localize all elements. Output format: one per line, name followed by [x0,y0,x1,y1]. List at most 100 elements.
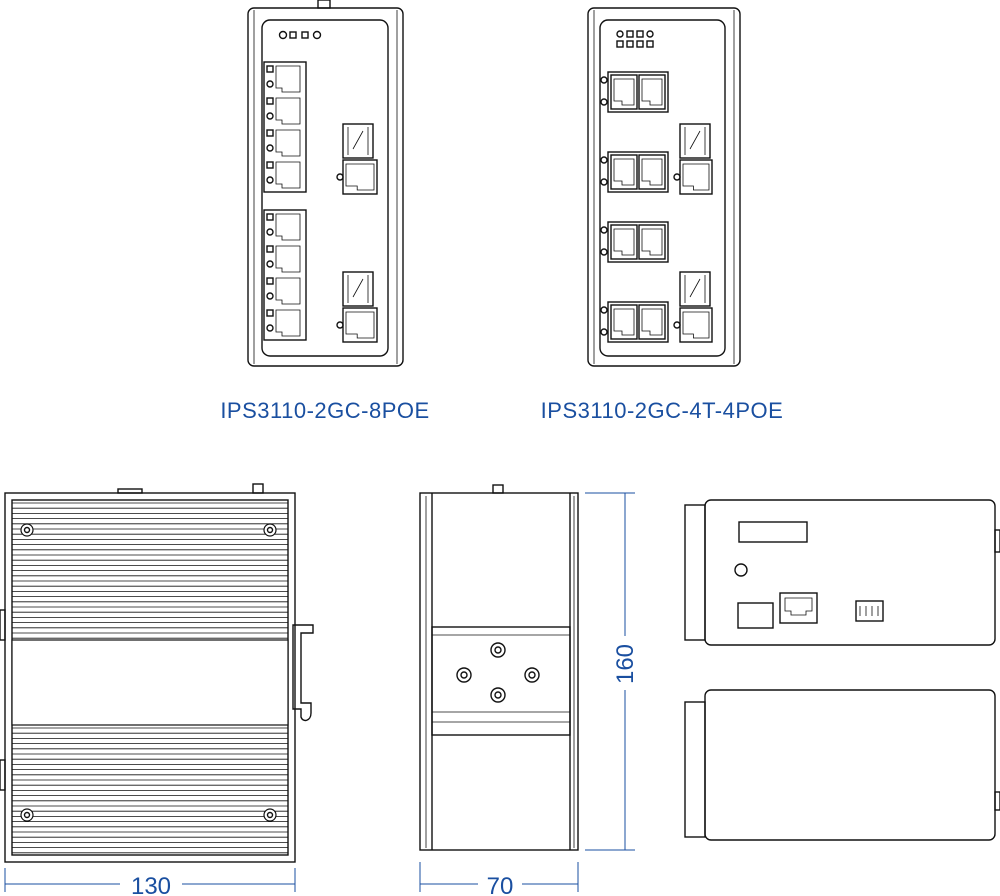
port-group [263,209,307,341]
led-icon [266,277,274,285]
screw-icon [20,808,34,822]
rj45-jack [641,228,663,256]
screw-icon [490,687,506,703]
rj45-port [610,74,638,110]
sfp-port [679,271,711,307]
rear-view-din-rail [419,484,579,851]
led-icon [266,260,274,268]
top-view-connectors [684,499,1000,646]
led-icon [266,161,274,169]
rj45-jack [682,311,710,339]
rj45-port [638,154,666,190]
led-icon [600,306,608,314]
led-icon [600,98,608,106]
rj45-port [638,224,666,260]
port-group [263,61,307,193]
led-icon [266,292,274,300]
screw-icon [528,671,536,679]
rj45-port [342,159,378,195]
screw-icon [266,811,274,819]
led-icon [626,40,634,48]
rj45-port [275,213,301,241]
width-dimension: 130 [131,873,171,896]
rj45-port [610,304,638,340]
led-icon [336,173,344,181]
led-icon [266,65,274,73]
led-icon [266,176,274,184]
sfp-port [679,123,711,159]
led-icon [673,321,681,329]
led-icon [266,144,274,152]
led-icon [266,324,274,332]
rj45-jack [613,228,635,256]
led-icon [616,30,624,38]
led-icon [616,40,624,48]
screw-icon [494,691,502,699]
sfp-latch [684,127,706,155]
screw-icon [23,526,31,534]
screw-icon [23,811,31,819]
screw-icon [263,523,277,537]
screw-icon [266,526,274,534]
led-icon [636,30,644,38]
rj45-jack [682,163,710,191]
screw-icon [460,671,468,679]
led-icon [626,30,634,38]
led-icon [600,248,608,256]
screw-icon [490,642,506,658]
led-icon [266,245,274,253]
rj45-port [275,161,301,189]
led-icon [266,228,274,236]
led-icon [312,30,322,40]
screw-icon [20,523,34,537]
rj45-jack [641,78,663,106]
rj45-jack [613,78,635,106]
rj45-port [275,309,301,337]
screw-icon [524,667,540,683]
led-icon [266,80,274,88]
rj45-port [275,277,301,305]
rj45-jack [613,308,635,336]
led-icon [336,321,344,329]
rj45-port [275,97,301,125]
rj45-port [679,307,713,343]
led-icon [266,112,274,120]
height-dimension: 160 [612,644,639,684]
rj45-port [275,65,301,93]
led-icon [600,178,608,186]
dual-port-block [607,151,669,193]
dual-port-block [607,221,669,263]
side-view-heatsink [0,483,314,863]
rj45-port [638,304,666,340]
bottom-view [684,689,1000,841]
rj45-jack [345,163,375,191]
rj45-port [638,74,666,110]
led-icon [266,129,274,137]
rj45-port [610,224,638,260]
rj45-jack [641,158,663,186]
rj45-port [610,154,638,190]
led-icon [646,30,654,38]
screw-icon [263,808,277,822]
rj45-port [342,307,378,343]
screw-icon [456,667,472,683]
dual-port-block [607,71,669,113]
rj45-jack [345,311,375,339]
front-view-8poe [247,0,404,367]
sfp-latch [684,275,706,303]
rj45-jack [613,158,635,186]
led-icon [289,31,297,39]
led-icon [266,97,274,105]
sfp-latch [347,275,369,303]
led-icon [636,40,644,48]
led-icon [600,156,608,164]
sfp-port [342,123,374,159]
sfp-latch [347,127,369,155]
rj45-port [275,245,301,273]
led-icon [600,76,608,84]
rj45-port [275,129,301,157]
rj45-jack [641,308,663,336]
front-view-4t-4poe [587,7,741,367]
model-label-8poe: IPS3110-2GC-8POE [220,398,429,423]
